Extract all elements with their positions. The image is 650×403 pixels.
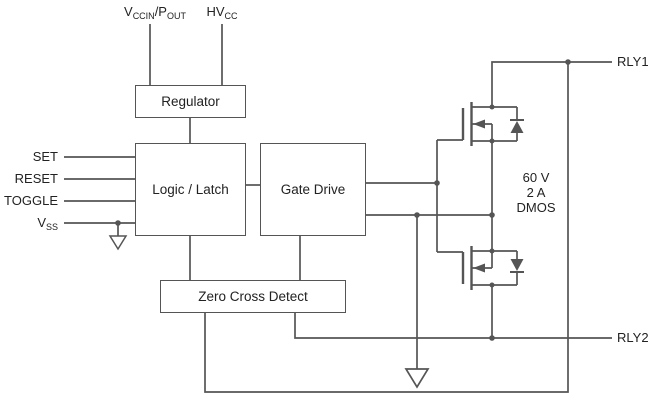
diode-icon-upper [510, 107, 524, 141]
junction-dot [434, 180, 440, 186]
pin-label-toggle: TOGGLE [4, 193, 58, 208]
logic-latch-label: Logic / Latch [152, 182, 229, 197]
wire-rly1 [491, 61, 612, 107]
regulator-label: Regulator [161, 94, 220, 109]
pout-main: /P [154, 4, 167, 19]
ground-icon-vss [108, 235, 128, 251]
junction-dot [489, 212, 495, 218]
dmos-rating-annotation: 60 V 2 A DMOS [508, 170, 564, 215]
junction-dot [489, 104, 495, 110]
n-channel-mosfet-icon-lower [437, 246, 517, 290]
n-channel-mosfet-icon-upper [437, 102, 517, 146]
hvcc-sub: CC [224, 11, 238, 21]
dmos-rating-line3: DMOS [516, 200, 556, 215]
pin-label-set: SET [32, 149, 58, 164]
upper-diode-triangle [510, 121, 524, 133]
wire-zcd-to-rly2 [294, 312, 612, 339]
upper-body-arrow-icon [473, 119, 485, 129]
vss-sub: SS [45, 222, 58, 232]
junction-dots [115, 59, 571, 341]
pout-sub: OUT [166, 11, 186, 21]
zero-cross-detect-block: Zero Cross Detect [160, 280, 346, 313]
junction-dot [489, 138, 495, 144]
wire-zcd-sense-rly1 [204, 62, 569, 393]
pin-label-rly1: RLY1 [617, 54, 649, 69]
pin-label-hvcc: HVCC [200, 4, 244, 21]
junction-dot [489, 248, 495, 254]
vccin-main: V [124, 4, 133, 19]
gate-drive-block: Gate Drive [260, 143, 366, 236]
junction-dot [489, 335, 495, 341]
gate-drive-label: Gate Drive [280, 182, 346, 197]
regulator-block: Regulator [135, 85, 246, 118]
vccin-sub: CCIN [132, 11, 155, 21]
dmos-rating-line1: 60 V [522, 170, 550, 185]
pin-label-vccin-pout: VCCIN/POUT [112, 4, 198, 21]
junction-dot [565, 59, 571, 65]
logic-latch-block: Logic / Latch [135, 143, 246, 236]
wires [64, 24, 612, 393]
hvcc-main: HV [206, 4, 225, 19]
junction-dot [489, 282, 495, 288]
pin-label-reset: RESET [14, 171, 58, 186]
pin-label-vss: VSS [3, 215, 58, 232]
lower-body-arrow-icon [473, 263, 485, 273]
junction-dot [414, 212, 420, 218]
junction-dot [115, 220, 121, 226]
zero-cross-detect-label: Zero Cross Detect [198, 289, 308, 304]
dmos-rating-line2: 2 A [526, 185, 546, 200]
lower-diode-triangle [510, 259, 524, 271]
pin-label-rly2: RLY2 [617, 330, 649, 345]
diode-icon-lower [510, 251, 524, 285]
vss-main: V [37, 215, 46, 230]
ground-icon-output [404, 368, 430, 389]
